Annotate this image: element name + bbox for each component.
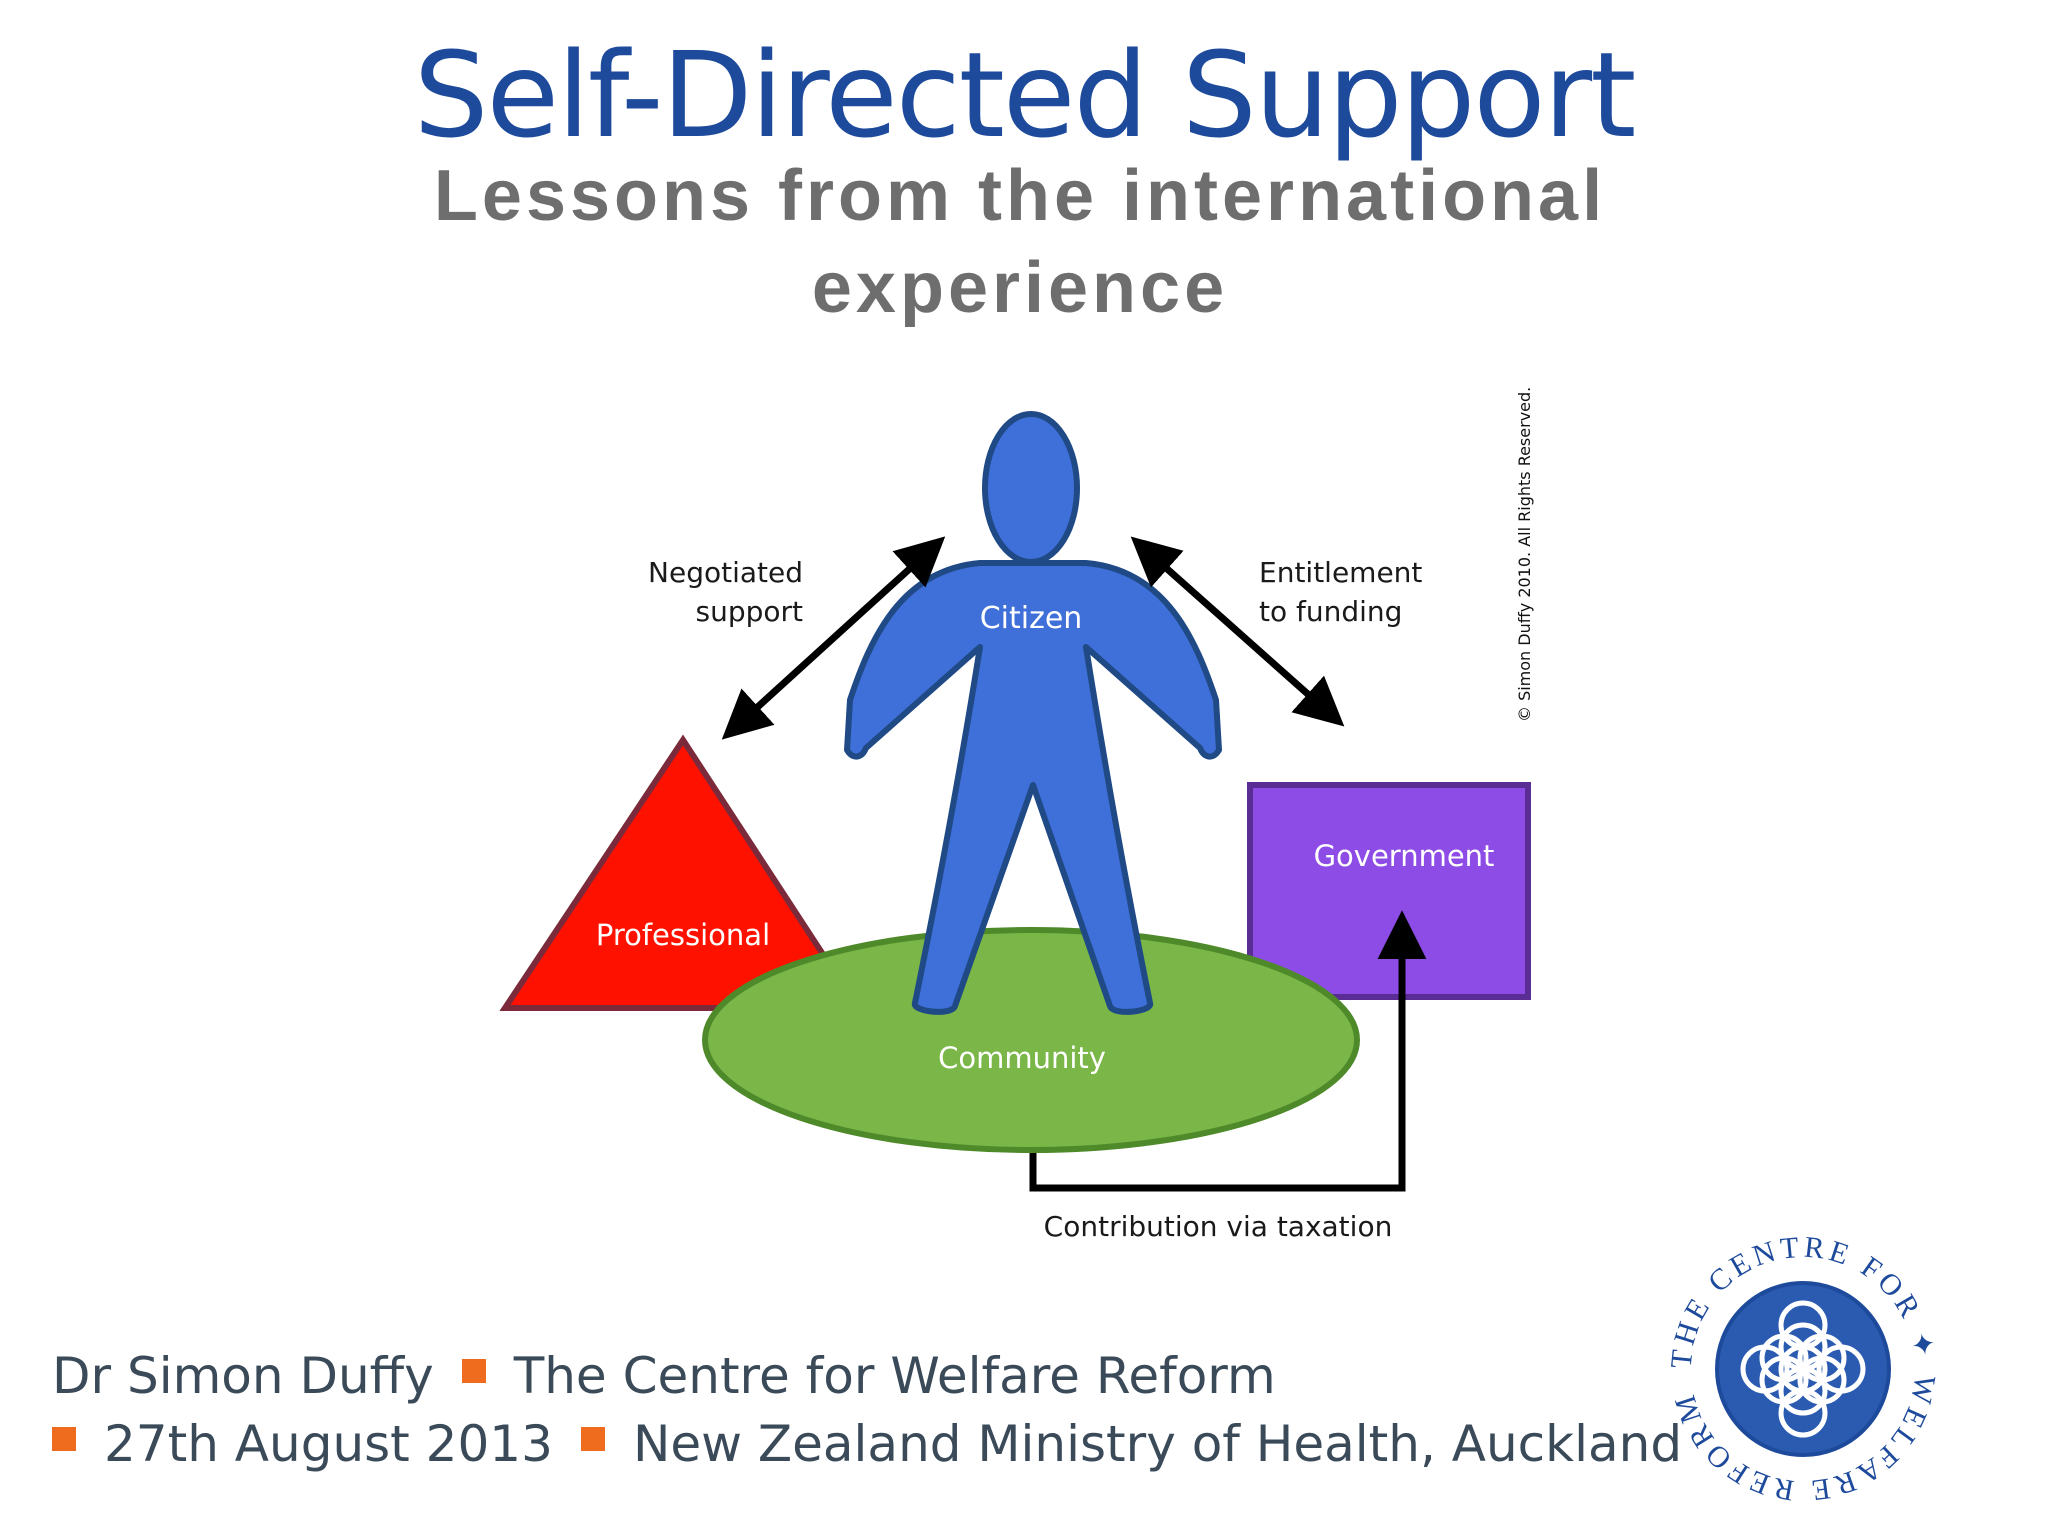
- entitlement-label-1: Entitlement: [1259, 556, 1422, 589]
- negotiated-support-arrow: [721, 536, 946, 740]
- venue: New Zealand Ministry of Health, Auckland: [632, 1415, 1683, 1473]
- entitlement-label-2: to funding: [1259, 595, 1402, 628]
- orange-bullet: [461, 1359, 486, 1383]
- orange-bullet: [580, 1427, 605, 1451]
- centre-for-welfare-reform-logo: THE CENTRE FOR ✦ WELFARE REFORM ✦: [1668, 1234, 1938, 1504]
- community-label: Community: [938, 1041, 1106, 1075]
- slide-title: Self-Directed Support: [413, 26, 1637, 164]
- footer-line-2: 27th August 2013 New Zealand Ministry of …: [52, 1412, 1692, 1476]
- copyright-notice: © Simon Duffy 2010. All Rights Reserved.: [1515, 387, 1534, 722]
- government-box: [1247, 782, 1531, 1000]
- professional-label: Professional: [596, 918, 770, 952]
- negotiated-support-label-2: support: [695, 595, 803, 628]
- orange-bullet: [52, 1427, 76, 1451]
- community-ellipse: [702, 927, 1360, 1153]
- slide-subtitle: Lessons from the international experienc…: [433, 156, 1607, 328]
- contribution-label: Contribution via taxation: [1044, 1210, 1393, 1243]
- citizen-label: Citizen: [980, 601, 1083, 636]
- presentation-date: 27th August 2013: [104, 1415, 553, 1473]
- speaker-name: Dr Simon Duffy: [52, 1347, 434, 1405]
- citizen-figure: [844, 411, 1222, 1015]
- entitlement-arrow: [1130, 536, 1345, 727]
- organisation-name: The Centre for Welfare Reform: [513, 1347, 1276, 1405]
- footer-line-1: Dr Simon Duffy The Centre for Welfare Ref…: [52, 1344, 1692, 1408]
- negotiated-support-label-1: Negotiated: [648, 556, 803, 589]
- contribution-arrow: [1029, 910, 1427, 1192]
- professional-triangle: [499, 734, 864, 1011]
- government-label: Government: [1314, 839, 1495, 873]
